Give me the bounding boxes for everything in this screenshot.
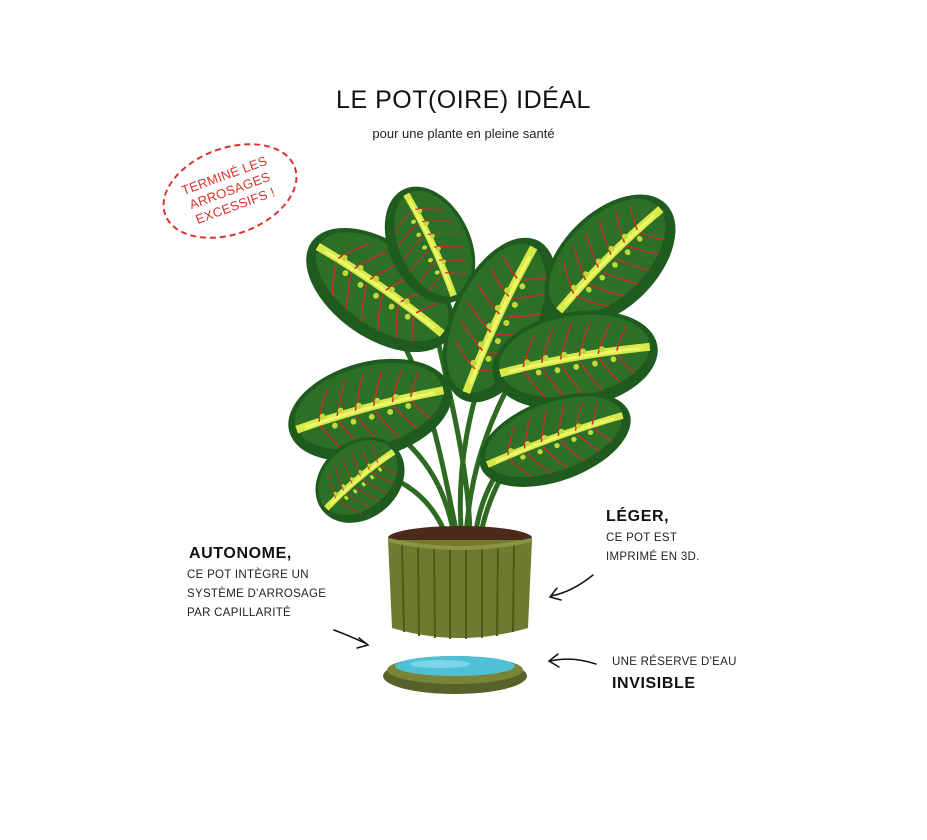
feature-leger-text: CE POT EST IMPRIMÉ EN 3D. bbox=[606, 529, 700, 567]
pot bbox=[387, 526, 533, 639]
arrow-reserve bbox=[549, 658, 597, 665]
feature-autonome-line: PAR CAPILLARITÉ bbox=[187, 607, 291, 619]
feature-autonome-heading: AUTONOME, bbox=[189, 545, 292, 562]
page-subtitle: pour une plante en pleine santé bbox=[372, 126, 555, 141]
arrow-autonome bbox=[333, 629, 368, 645]
feature-leger-line: IMPRIMÉ EN 3D. bbox=[606, 551, 700, 563]
annotation-arrows bbox=[333, 574, 597, 668]
feature-reserve-heading: INVISIBLE bbox=[612, 675, 696, 692]
feature-autonome-text: CE POT INTÈGRE UN SYSTÈME D'ARROSAGE PAR… bbox=[187, 566, 326, 623]
water-reservoir bbox=[383, 656, 527, 694]
feature-reserve-text: UNE RÉSERVE D'EAU bbox=[612, 656, 737, 668]
feature-leger-heading: LÉGER, bbox=[606, 508, 670, 525]
feature-autonome-line: CE POT INTÈGRE UN bbox=[187, 569, 309, 581]
page-title: LE POT(OIRE) IDÉAL bbox=[336, 86, 591, 114]
feature-leger-line: CE POT EST bbox=[606, 532, 678, 544]
feature-autonome-line: SYSTÈME D'ARROSAGE bbox=[187, 588, 327, 600]
arrow-leger bbox=[550, 574, 594, 597]
